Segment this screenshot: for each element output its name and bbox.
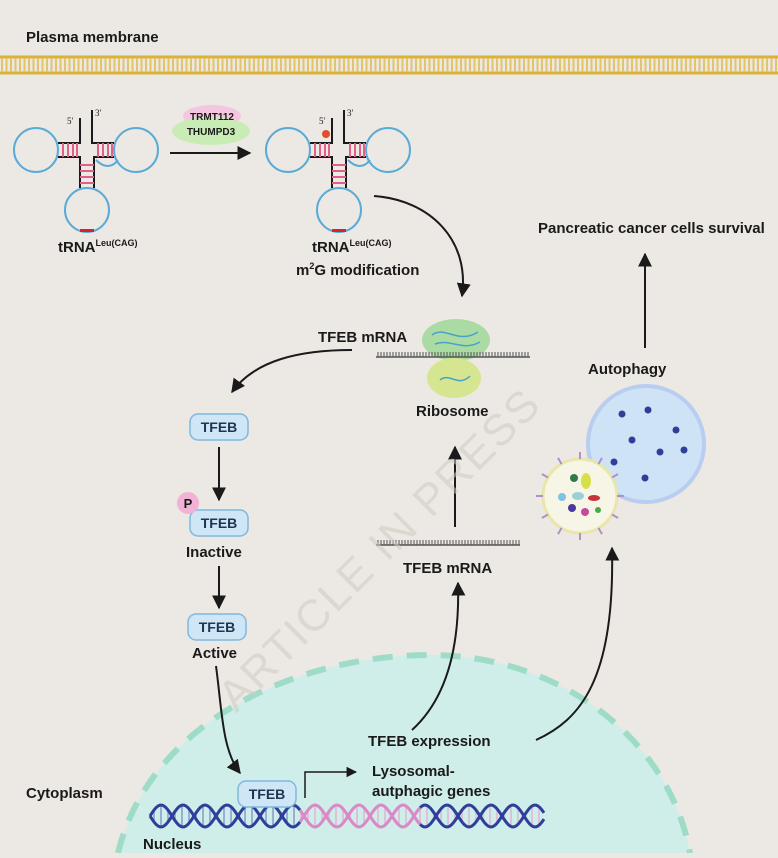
- lysosomal-genes-label-1: Lysosomal-: [372, 763, 455, 780]
- trna-unmodified: 5' 3' tRNALeu(CAG): [13, 108, 159, 256]
- five-prime-label: 5': [319, 116, 326, 126]
- nucleus-region: [115, 651, 693, 853]
- anticodon-mark: [80, 229, 94, 232]
- cytoplasm-label: Cytoplasm: [26, 785, 103, 802]
- inactive-label: Inactive: [186, 544, 242, 561]
- ribosome-label: Ribosome: [416, 403, 489, 420]
- three-prime-label: 3': [347, 108, 354, 118]
- plasma-membrane-label: Plasma membrane: [26, 29, 159, 46]
- tfeb-expression-label: TFEB expression: [368, 733, 491, 750]
- anticodon-mark: [332, 229, 346, 232]
- tfeb-mrna-top-label: TFEB mRNA: [318, 329, 407, 346]
- tfeb-pill-phosphorylated: TFEB P: [177, 492, 249, 537]
- tfeb-pill-1: TFEB: [189, 413, 249, 441]
- m2g-site-dot: [322, 130, 330, 138]
- transcription-arrow: [304, 766, 358, 798]
- arrow-export: [411, 581, 466, 731]
- svg-text:P: P: [184, 496, 193, 511]
- lysosomal-genes-label-2: autphagic genes: [372, 783, 490, 800]
- autophagosome: [536, 452, 624, 540]
- active-label: Active: [192, 645, 237, 662]
- arrow-to-ribosome: [373, 195, 471, 298]
- ribosome: [376, 319, 530, 398]
- enzyme-complex: TRMT112 THUMPD3: [172, 105, 250, 145]
- autophagy-label: Autophagy: [588, 361, 667, 378]
- trna-modified: 5' 3' tRNALeu(CAG) m2G modification: [265, 108, 419, 279]
- arrow-to-autophagy: [535, 546, 620, 741]
- svg-text:TFEB: TFEB: [249, 786, 286, 802]
- enzyme-trmt112: TRMT112: [190, 112, 234, 123]
- m2g-modification-label: m2G modification: [296, 261, 419, 279]
- enzyme-thumpd3: THUMPD3: [187, 127, 236, 138]
- tfeb-pill-dna: TFEB: [237, 780, 297, 808]
- svg-text:TFEB: TFEB: [199, 619, 236, 635]
- arrow-translation: [231, 349, 353, 394]
- lysosome: [586, 384, 706, 504]
- svg-text:TFEB: TFEB: [201, 515, 238, 531]
- trna-right-label: tRNALeu(CAG): [312, 238, 392, 256]
- three-prime-label: 3': [95, 108, 102, 118]
- trna-left-label: tRNALeu(CAG): [58, 238, 138, 256]
- nucleus-label: Nucleus: [143, 836, 201, 853]
- svg-text:TFEB: TFEB: [201, 419, 238, 435]
- tfeb-pill-active: TFEB: [187, 613, 247, 641]
- tfeb-mrna-mid-label: TFEB mRNA: [403, 560, 492, 577]
- five-prime-label: 5': [67, 116, 74, 126]
- survival-label: Pancreatic cancer cells survival: [538, 220, 765, 237]
- arrow-nuclear-translocation: [215, 665, 241, 775]
- plasma-membrane: [0, 55, 778, 75]
- phosphate-group: [177, 492, 199, 514]
